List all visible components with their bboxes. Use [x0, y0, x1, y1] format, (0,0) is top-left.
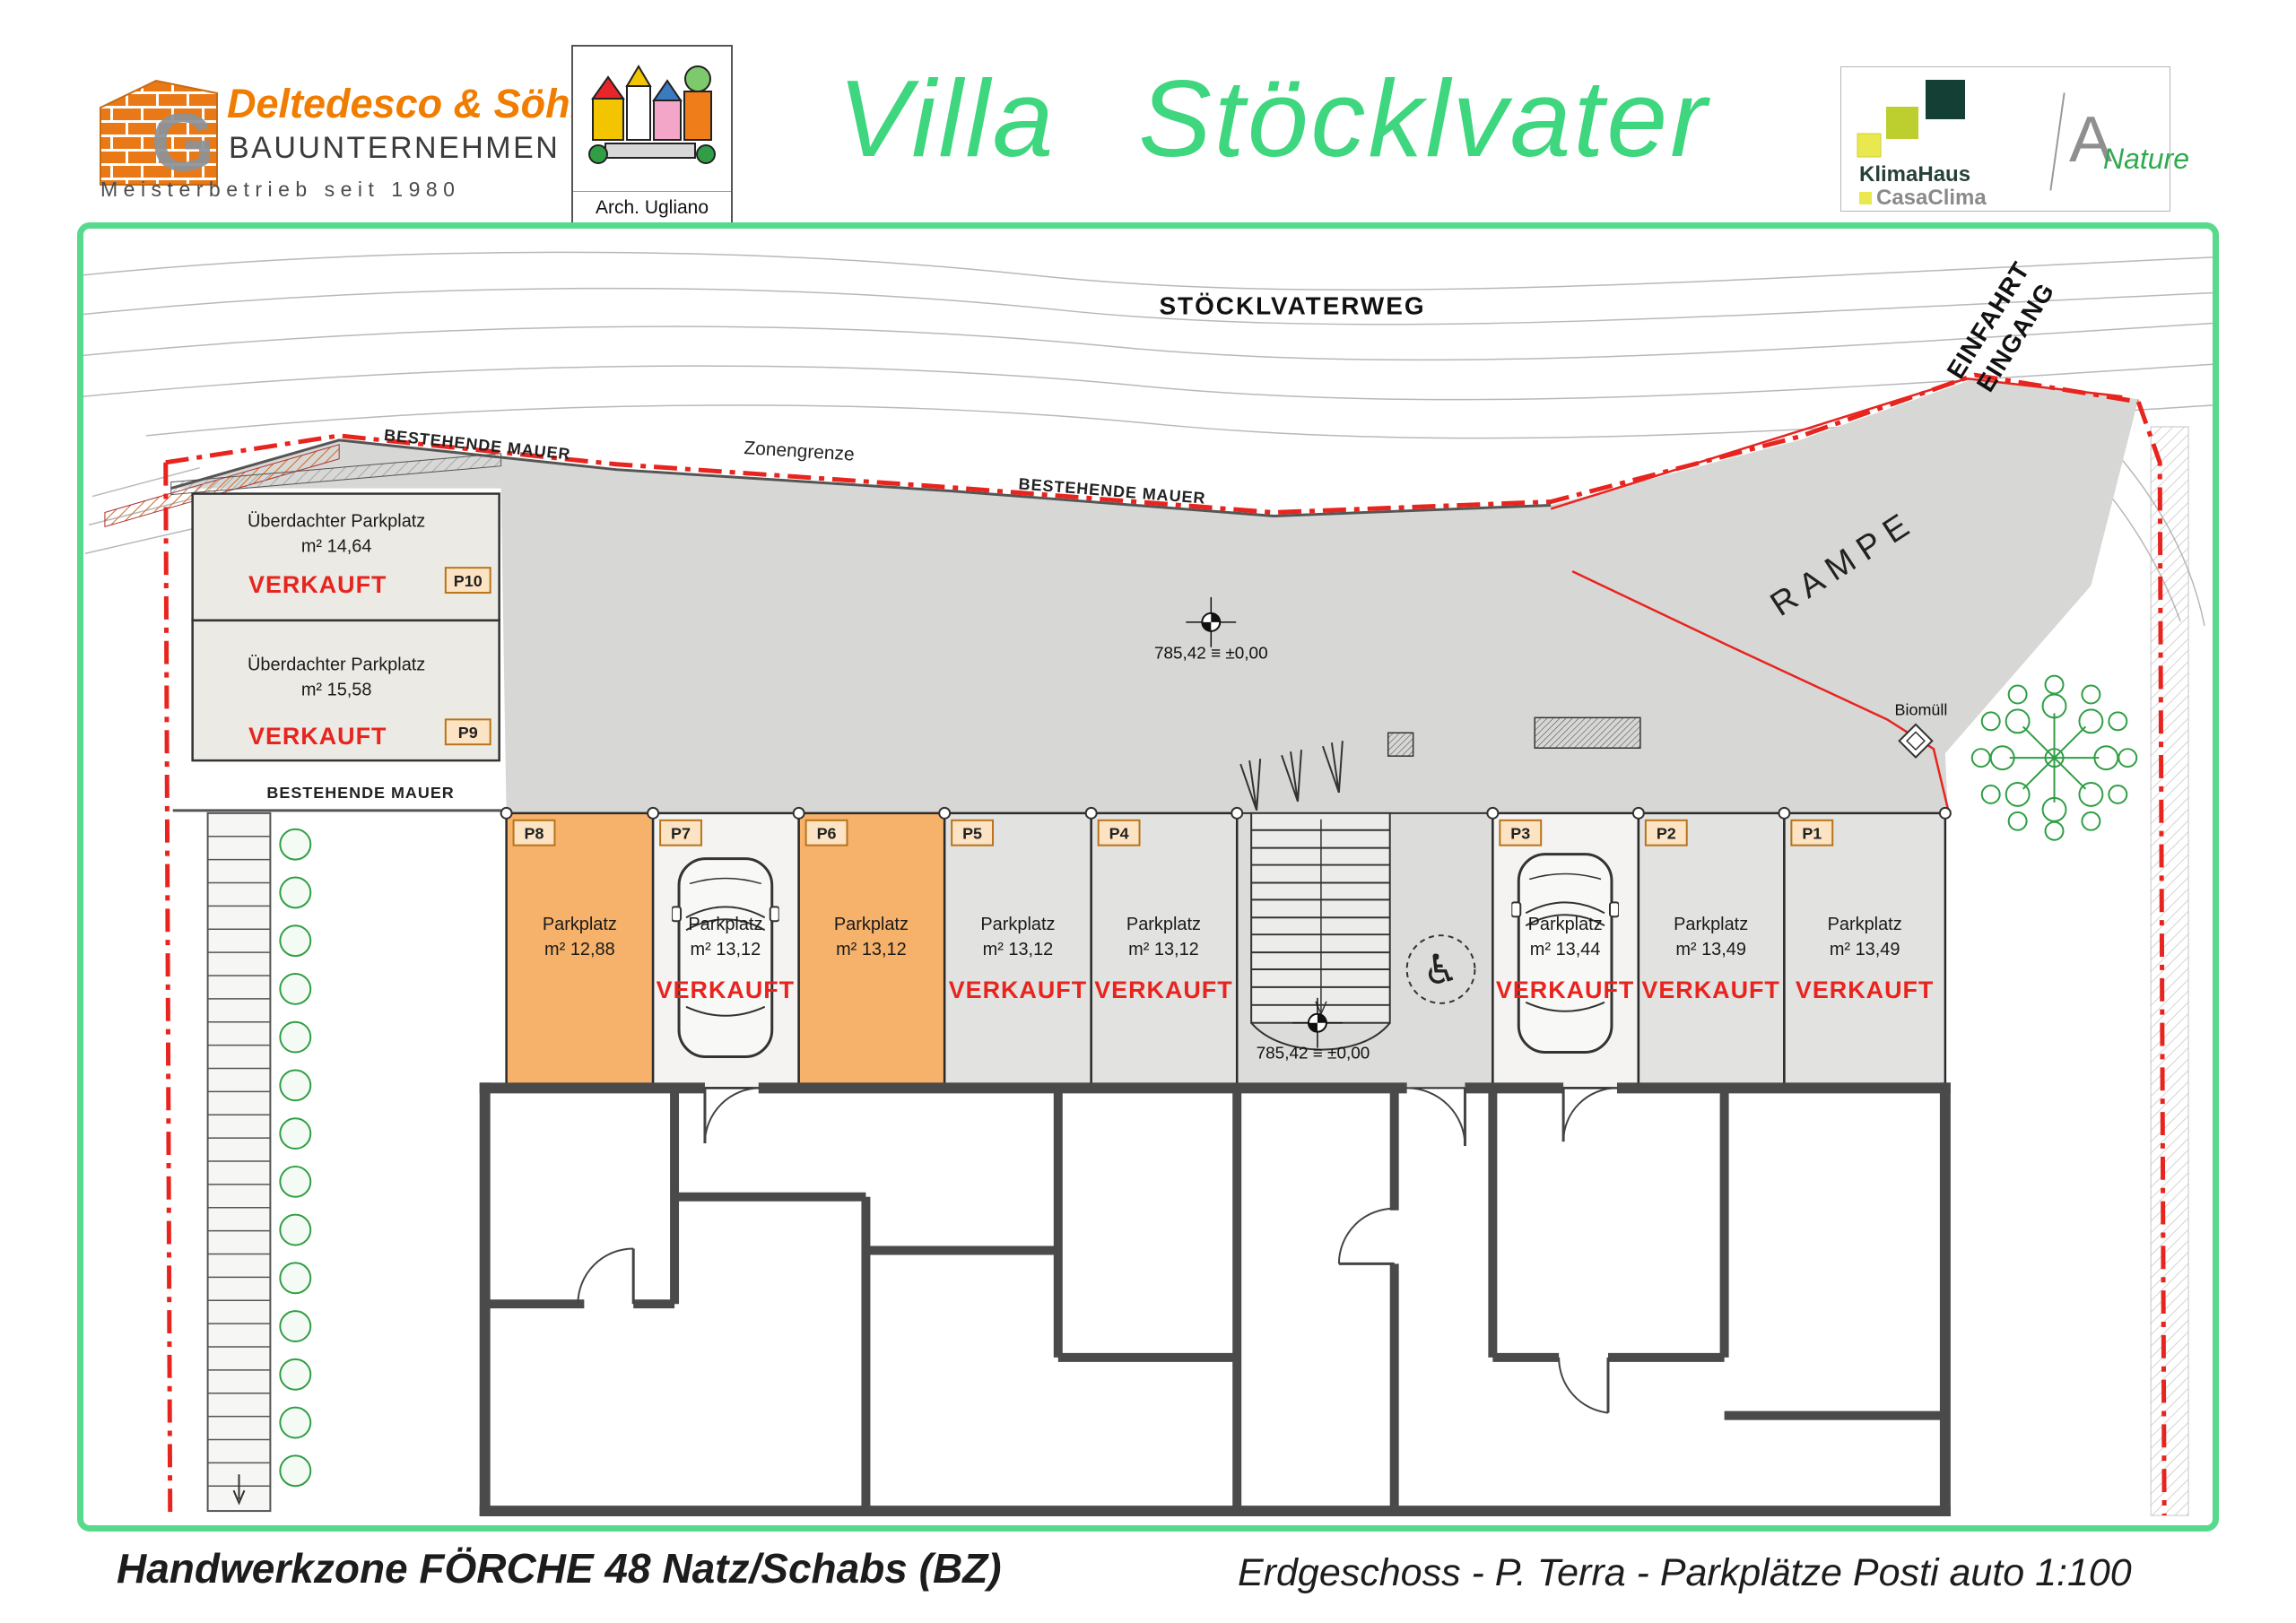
- svg-text:VERKAUFT: VERKAUFT: [248, 571, 387, 598]
- architect-logo-box: Arch. Ugliano: [571, 45, 733, 226]
- certification-panel: KlimaHaus CasaClima A Nature: [1840, 66, 2189, 212]
- company-tagline: Meisterbetrieb seit 1980: [100, 178, 461, 201]
- svg-text:m² 13,44: m² 13,44: [1530, 940, 1601, 959]
- svg-text:P2: P2: [1657, 825, 1676, 843]
- logo-letter-g: G: [151, 97, 215, 188]
- svg-text:Parkplatz: Parkplatz: [543, 915, 617, 934]
- site-plan-frame: Überdachter Parkplatz m² 14,64 VERKAUFT …: [77, 222, 2219, 1532]
- existing-wall-label-3: BESTEHENDE MAUER: [266, 784, 454, 802]
- svg-text:m² 13,12: m² 13,12: [691, 940, 761, 959]
- svg-text:Überdachter Parkplatz: Überdachter Parkplatz: [248, 655, 425, 675]
- svg-text:m² 13,12: m² 13,12: [836, 940, 907, 959]
- biowaste-label: Biomüll: [1895, 700, 1948, 718]
- svg-text:m² 13,12: m² 13,12: [1128, 940, 1199, 959]
- parking-stall-p8: P8 Parkplatz m² 12,88: [505, 812, 655, 1089]
- tree-icon: [1970, 674, 2138, 841]
- parking-stall-p2: P2 Parkplatz m² 13,49 VERKAUFT: [1637, 812, 1786, 1089]
- svg-text:Parkplatz: Parkplatz: [980, 915, 1055, 934]
- parking-stall-p7: P7 Parkplatz m² 13,12 VERKAUFT: [651, 812, 800, 1089]
- footer-location: Handwerkzone FÖRCHE 48 Natz/Schabs (BZ): [117, 1545, 1002, 1592]
- covered-parking-p9: Überdachter Parkplatz m² 15,58 VERKAUFT …: [191, 619, 500, 762]
- svg-text:VERKAUFT: VERKAUFT: [657, 976, 795, 1003]
- svg-text:m² 13,49: m² 13,49: [1830, 940, 1900, 959]
- parking-stall-p5: P5 Parkplatz m² 13,12 VERKAUFT: [943, 812, 1092, 1089]
- street-label: STÖCKLVATERWEG: [1159, 292, 1425, 320]
- parking-stall-p3: P3 Parkplatz m² 13,44 VERKAUFT: [1492, 812, 1640, 1089]
- svg-text:m² 13,49: m² 13,49: [1675, 940, 1746, 959]
- door-arcs: [577, 1087, 1617, 1414]
- stall-posts: [500, 806, 1952, 820]
- parking-stall-p4: P4 Parkplatz m² 13,12 VERKAUFT: [1090, 812, 1239, 1089]
- hedge-icon: [279, 828, 312, 1488]
- stairs-left: [206, 812, 272, 1513]
- biowaste-icon: [1898, 723, 1934, 759]
- building-walls: [479, 1082, 1951, 1517]
- svg-text:m² 12,88: m² 12,88: [544, 940, 615, 959]
- architect-caption: Arch. Ugliano: [573, 191, 731, 219]
- svg-text:VERKAUFT: VERKAUFT: [1796, 976, 1934, 1003]
- svg-text:m² 14,64: m² 14,64: [301, 536, 372, 556]
- svg-text:VERKAUFT: VERKAUFT: [1496, 976, 1634, 1003]
- parking-stall-p1: P1 Parkplatz m² 13,49 VERKAUFT: [1783, 812, 1947, 1089]
- svg-text:VERKAUFT: VERKAUFT: [1094, 976, 1232, 1003]
- svg-text:VERKAUFT: VERKAUFT: [248, 723, 387, 750]
- brick-wall-shape: [100, 79, 218, 186]
- svg-text:P10: P10: [454, 572, 483, 590]
- company-name: Deltedesco & Söhne: [227, 81, 618, 126]
- cert-klimahaus-label: KlimaHaus: [1859, 162, 1971, 187]
- contour-lines: [83, 251, 2213, 627]
- zone-boundary-label: Zonengrenze: [744, 438, 855, 464]
- svg-text:Parkplatz: Parkplatz: [1674, 915, 1748, 934]
- svg-text:VERKAUFT: VERKAUFT: [949, 976, 1087, 1003]
- level-marker-2: 785,42 ≡ ±0,00: [1257, 996, 1370, 1063]
- svg-text:P6: P6: [817, 825, 837, 843]
- svg-text:m² 13,12: m² 13,12: [983, 940, 1054, 959]
- courtyard-area: [170, 378, 2139, 813]
- svg-text:P5: P5: [962, 825, 982, 843]
- level-marker-1: 785,42 ≡ ±0,00: [1154, 596, 1268, 664]
- cert-class-name: Nature: [2103, 143, 2190, 175]
- svg-text:Parkplatz: Parkplatz: [1828, 915, 1902, 934]
- page-title: Villa Stöcklvater: [838, 57, 1709, 179]
- svg-text:m² 15,58: m² 15,58: [301, 680, 372, 699]
- svg-text:Zonengrenze: Zonengrenze: [744, 438, 855, 464]
- boundary-line: [163, 372, 2167, 1516]
- company-logo: G: [100, 79, 218, 188]
- covered-parking-p10: Überdachter Parkplatz m² 14,64 VERKAUFT …: [191, 492, 500, 622]
- stairs-main: [1239, 716, 1641, 1051]
- cert-divider: [2049, 92, 2066, 191]
- footer-drawing-title: Erdgeschoss - P. Terra - Parkplätze Post…: [1238, 1551, 2132, 1594]
- svg-text:P7: P7: [671, 825, 691, 843]
- svg-text:Parkplatz: Parkplatz: [688, 915, 762, 934]
- company-subtitle: BAUUNTERNEHMEN: [229, 131, 561, 165]
- svg-text:P3: P3: [1510, 825, 1530, 843]
- architect-art: [588, 65, 716, 164]
- right-wall-band: [2150, 426, 2189, 1516]
- existing-wall-bands: [104, 438, 1552, 812]
- svg-text:Parkplatz: Parkplatz: [1528, 915, 1603, 934]
- svg-text:Überdachter Parkplatz: Überdachter Parkplatz: [248, 511, 425, 531]
- svg-text:785,42 ≡ ±0,00: 785,42 ≡ ±0,00: [1154, 645, 1268, 664]
- svg-text:Parkplatz: Parkplatz: [834, 915, 909, 934]
- cert-casaclima-label: CasaClima: [1859, 186, 1987, 211]
- casaclima-square-icon: [1859, 192, 1872, 204]
- cert-class-letter: A: [2069, 104, 2113, 176]
- svg-text:VERKAUFT: VERKAUFT: [1641, 976, 1779, 1003]
- svg-text:P9: P9: [458, 724, 478, 742]
- svg-text:P1: P1: [1802, 825, 1822, 843]
- svg-text:P4: P4: [1109, 825, 1129, 843]
- entrance-label: EINFAHRT EINGANG: [1942, 256, 2060, 396]
- svg-text:Parkplatz: Parkplatz: [1126, 915, 1201, 934]
- svg-text:♿: ♿: [1422, 945, 1459, 994]
- svg-text:785,42 ≡ ±0,00: 785,42 ≡ ±0,00: [1257, 1045, 1370, 1063]
- wheelchair-icon: ♿: [1405, 934, 1476, 1004]
- svg-text:P8: P8: [525, 825, 544, 843]
- site-plan-drawing: Überdachter Parkplatz m² 14,64 VERKAUFT …: [83, 251, 2213, 1517]
- parking-stall-p6: P6 Parkplatz m² 13,12: [797, 812, 946, 1089]
- klimahaus-squares-icon: [1857, 80, 1965, 158]
